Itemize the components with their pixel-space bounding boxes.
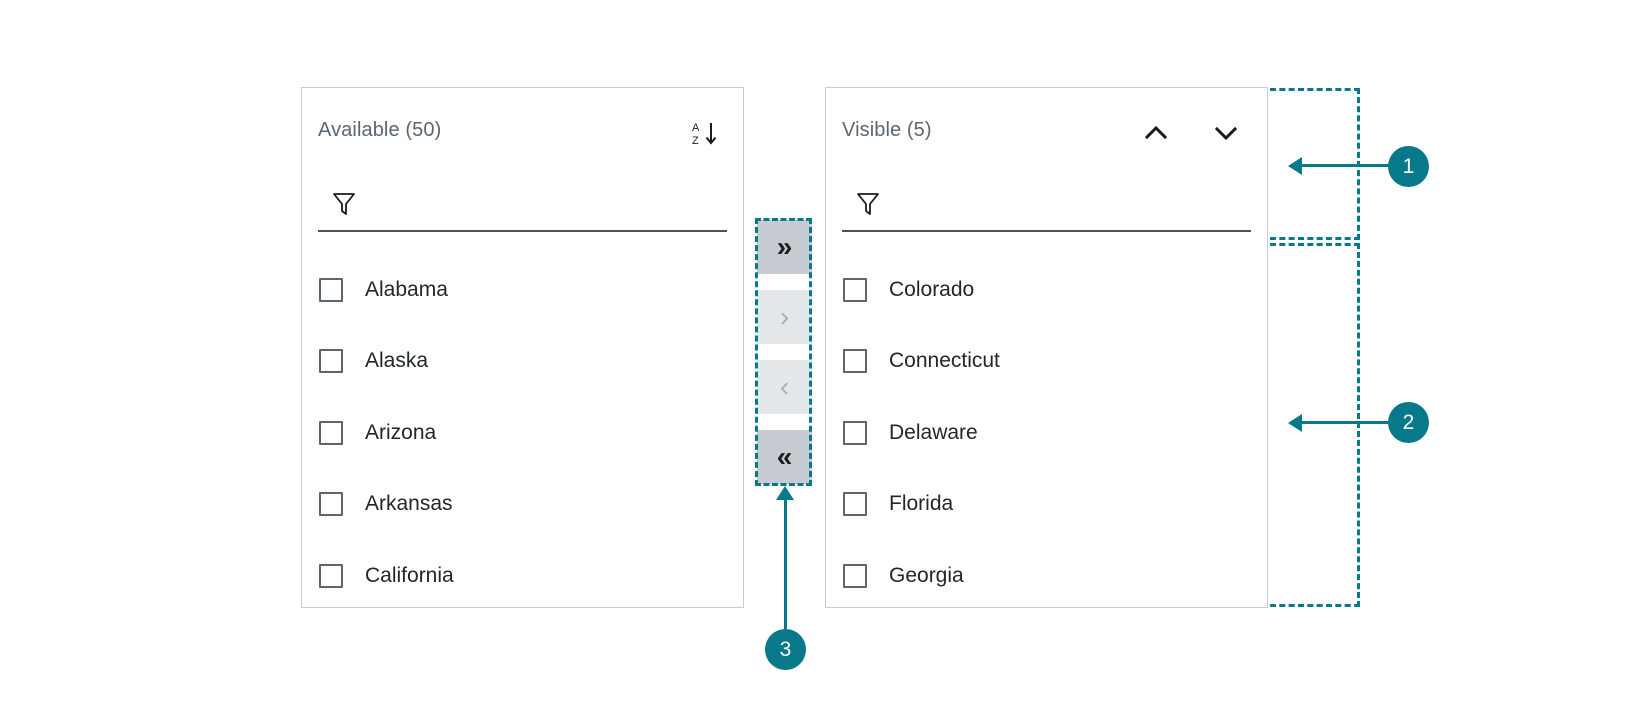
move-left-button[interactable]: ‹ [757, 360, 812, 414]
checkbox[interactable] [319, 563, 343, 588]
visible-panel-title: Visible (5) [842, 119, 932, 141]
visible-panel-header: Visible (5) [826, 88, 1267, 180]
list-item[interactable]: Alaska [302, 326, 743, 398]
svg-text:A: A [692, 122, 700, 134]
checkbox[interactable] [843, 277, 867, 302]
available-panel-title: Available (50) [318, 119, 442, 141]
list-item[interactable]: Colorado [826, 254, 1267, 326]
double-chevron-right-icon: » [776, 231, 793, 262]
list-item-label: California [365, 563, 454, 587]
double-chevron-left-icon: « [776, 441, 793, 472]
visible-option-list[interactable]: Colorado Connecticut Delaware Florida Ge… [826, 246, 1267, 607]
available-filter-row [318, 184, 727, 234]
move-all-right-button[interactable]: » [757, 220, 812, 274]
checkbox[interactable] [319, 277, 343, 302]
visible-panel: Visible (5) Colo [825, 87, 1268, 608]
visible-filter-input[interactable] [842, 184, 1251, 232]
list-item-label: Connecticut [889, 349, 1000, 373]
checkbox[interactable] [319, 492, 343, 517]
list-item-label: Georgia [889, 563, 964, 587]
list-item-label: Arkansas [365, 492, 453, 516]
annotation-badge-3: 3 [765, 629, 806, 670]
annotation-arrowhead-2 [1288, 414, 1302, 432]
move-up-icon[interactable] [1134, 111, 1178, 155]
checkbox[interactable] [843, 563, 867, 588]
checkbox[interactable] [319, 349, 343, 374]
annotation-arrowhead-3 [776, 486, 794, 500]
available-panel-header: Available (50) A Z [302, 88, 743, 180]
available-option-list[interactable]: Alabama Alaska Arizona Arkansas Californ… [302, 246, 743, 607]
sort-az-icon[interactable]: A Z [683, 111, 727, 155]
annotation-badge-1: 1 [1388, 146, 1429, 187]
chevron-right-icon: › [779, 301, 790, 332]
visible-filter-row [842, 184, 1251, 234]
annotation-leader-2 [1300, 421, 1392, 424]
list-item-label: Alabama [365, 277, 448, 301]
list-item[interactable]: Arkansas [302, 469, 743, 541]
list-item[interactable]: Georgia [826, 540, 1267, 607]
move-right-button[interactable]: › [757, 290, 812, 344]
svg-text:Z: Z [692, 135, 699, 147]
move-all-left-button[interactable]: « [757, 430, 812, 484]
annotation-leader-3 [784, 495, 787, 635]
list-item[interactable]: Connecticut [826, 326, 1267, 398]
move-down-icon[interactable] [1204, 111, 1248, 155]
checkbox[interactable] [843, 420, 867, 445]
annotation-region-2 [1270, 243, 1360, 607]
chevron-left-icon: ‹ [779, 371, 790, 402]
checkbox[interactable] [843, 349, 867, 374]
list-item[interactable]: Delaware [826, 397, 1267, 469]
annotation-badge-2: 2 [1388, 402, 1429, 443]
list-item[interactable]: Florida [826, 469, 1267, 541]
transfer-button-group: » › ‹ « [757, 220, 812, 484]
available-panel: Available (50) A Z Alabama [301, 87, 744, 608]
list-item[interactable]: Arizona [302, 397, 743, 469]
list-item-label: Alaska [365, 349, 429, 373]
checkbox[interactable] [843, 492, 867, 517]
annotation-leader-1 [1300, 164, 1392, 167]
list-item-label: Arizona [365, 420, 437, 444]
annotation-region-1 [1270, 88, 1360, 240]
checkbox[interactable] [319, 420, 343, 445]
list-item-label: Delaware [889, 420, 978, 444]
available-filter-input[interactable] [318, 184, 727, 232]
list-item[interactable]: Alabama [302, 254, 743, 326]
list-item-label: Florida [889, 492, 954, 516]
list-item[interactable]: California [302, 540, 743, 607]
list-item-label: Colorado [889, 277, 975, 301]
annotation-arrowhead-1 [1288, 157, 1302, 175]
